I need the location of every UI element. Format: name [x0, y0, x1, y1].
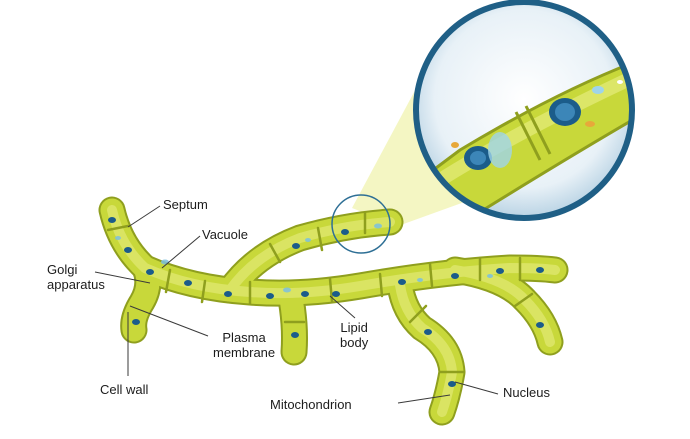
label-lipid-line2: body [340, 335, 369, 350]
label-plasma-line1: Plasma [222, 330, 266, 345]
leader-lines [94, 205, 499, 404]
label-cell-wall: Cell wall [100, 382, 149, 397]
label-plasma-line2: membrane [213, 345, 276, 360]
label-mitochondrion: Mitochondrion [270, 397, 352, 412]
label-golgi-apparatus: Golgi apparatus [47, 262, 105, 292]
label-golgi-line2: apparatus [47, 277, 105, 292]
label-plasma-membrane: Plasma membrane [213, 330, 275, 360]
septa [106, 211, 534, 374]
hyphae [98, 196, 569, 426]
label-lipid-line1: Lipid [340, 320, 368, 335]
label-golgi-line1: Golgi [47, 262, 78, 277]
magnifier-focus-ring [331, 194, 391, 254]
label-vacuole: Vacuole [202, 227, 249, 242]
nuclei [108, 217, 544, 387]
label-septum: Septum [163, 197, 208, 212]
label-lipid-body: Lipid body [340, 320, 368, 350]
label-nucleus: Nucleus [503, 385, 550, 400]
magnified-view [413, 0, 635, 221]
